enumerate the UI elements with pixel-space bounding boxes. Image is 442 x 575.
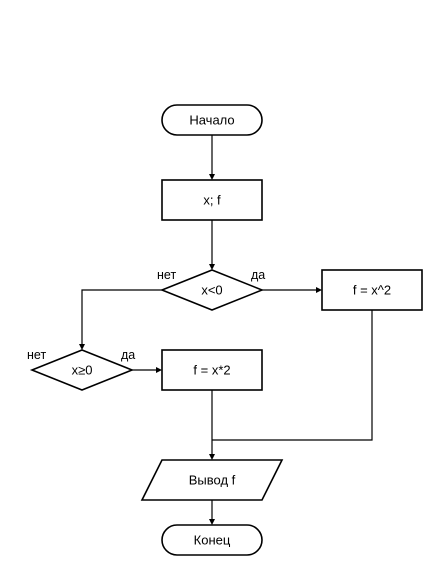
decision-2: x≥0 нет да xyxy=(27,348,135,391)
arrowhead-input xyxy=(209,174,215,180)
input-process-box xyxy=(161,179,263,221)
connectors xyxy=(79,135,373,525)
end-node: Конец xyxy=(161,524,263,556)
assign-pos-box xyxy=(321,269,423,311)
assign-neg-box xyxy=(161,349,263,391)
arrowhead-cond1 xyxy=(209,264,215,270)
assign-neg-label: f = x*2 xyxy=(193,363,230,378)
decision-1-yes-label: да xyxy=(251,268,265,282)
connector-assign-pos-merge xyxy=(212,310,373,441)
assign-pos-node: f = x^2 xyxy=(321,269,423,311)
decision-2-yes-label: да xyxy=(121,348,135,362)
decision-2-no-label: нет xyxy=(27,348,46,362)
end-terminator xyxy=(161,524,263,556)
decision-2-label: x≥0 xyxy=(72,363,93,378)
start-terminator xyxy=(161,104,263,136)
input-node: x; f xyxy=(161,179,263,221)
decision-1-no-label: нет xyxy=(157,268,176,282)
decision-2-diamond xyxy=(29,349,135,391)
output-label: Вывод f xyxy=(189,473,236,488)
arrowhead-cond2 xyxy=(79,344,85,350)
output-parallelogram xyxy=(140,459,284,501)
assign-neg-node: f = x*2 xyxy=(161,349,263,391)
start-node: Начало xyxy=(161,104,263,136)
arrowhead-assign-neg xyxy=(156,367,162,373)
decision-1-label: x<0 xyxy=(201,283,222,298)
end-label: Конец xyxy=(194,533,231,548)
arrowhead-end xyxy=(209,519,215,525)
assign-pos-label: f = x^2 xyxy=(353,283,391,298)
arrowhead-assign-pos xyxy=(316,287,322,293)
input-label: x; f xyxy=(203,193,221,208)
arrowhead-output xyxy=(209,454,215,460)
connector-cond1-no xyxy=(81,289,162,344)
decision-1: x<0 нет да xyxy=(157,268,265,311)
decision-1-diamond xyxy=(159,269,265,311)
output-node: Вывод f xyxy=(140,459,284,501)
start-label: Начало xyxy=(189,113,234,128)
